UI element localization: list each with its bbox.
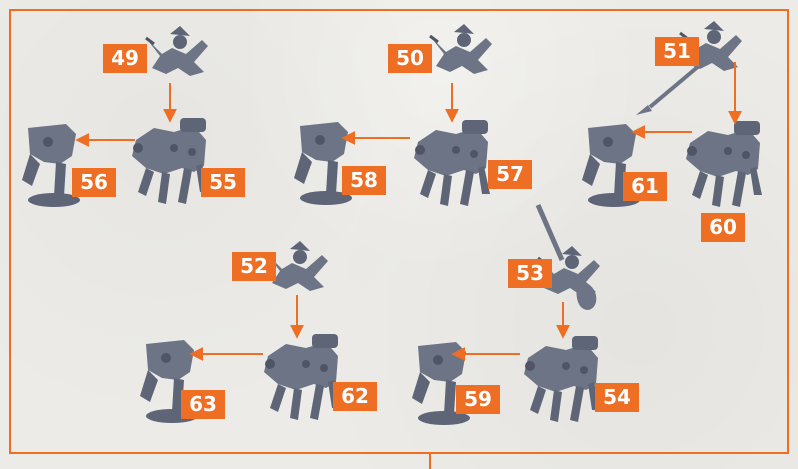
part-label-63: 63 — [181, 390, 225, 419]
part-label-60: 60 — [701, 213, 745, 242]
part-label-59: 59 — [456, 385, 500, 414]
part-label-49: 49 — [103, 44, 147, 73]
group-frame — [10, 10, 788, 453]
rider-51 — [636, 21, 742, 115]
horse-54 — [524, 336, 600, 422]
rider-50 — [430, 24, 492, 74]
horse-60 — [686, 121, 762, 207]
part-label-56: 56 — [72, 168, 116, 197]
part-label-54: 54 — [595, 383, 639, 412]
part-label-55: 55 — [201, 168, 245, 197]
part-label-58: 58 — [342, 166, 386, 195]
rider-49 — [146, 26, 208, 76]
part-label-50: 50 — [388, 44, 432, 73]
part-label-52: 52 — [232, 252, 276, 281]
part-label-53: 53 — [508, 259, 552, 288]
horse-57 — [414, 120, 490, 206]
horse-62 — [264, 334, 340, 420]
rider-53 — [538, 205, 600, 310]
horse-55 — [132, 118, 208, 204]
part-label-62: 62 — [333, 382, 377, 411]
part-label-61: 61 — [623, 172, 667, 201]
part-label-51: 51 — [655, 37, 699, 66]
part-label-57: 57 — [488, 160, 532, 189]
